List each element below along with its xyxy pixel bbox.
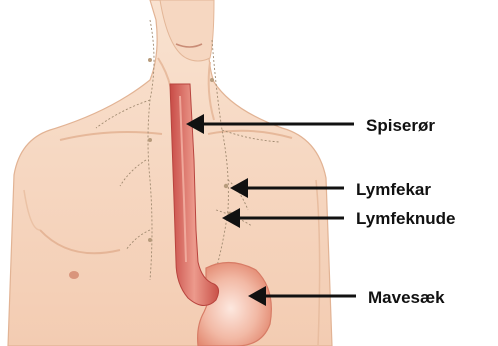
label-stomach: Mavesæk [368,289,445,306]
label-lymph-vessel: Lymfekar [356,181,431,198]
label-lymph-node: Lymfeknude [356,210,456,227]
label-esophagus: Spiserør [366,117,435,134]
torso-figure [8,0,332,346]
